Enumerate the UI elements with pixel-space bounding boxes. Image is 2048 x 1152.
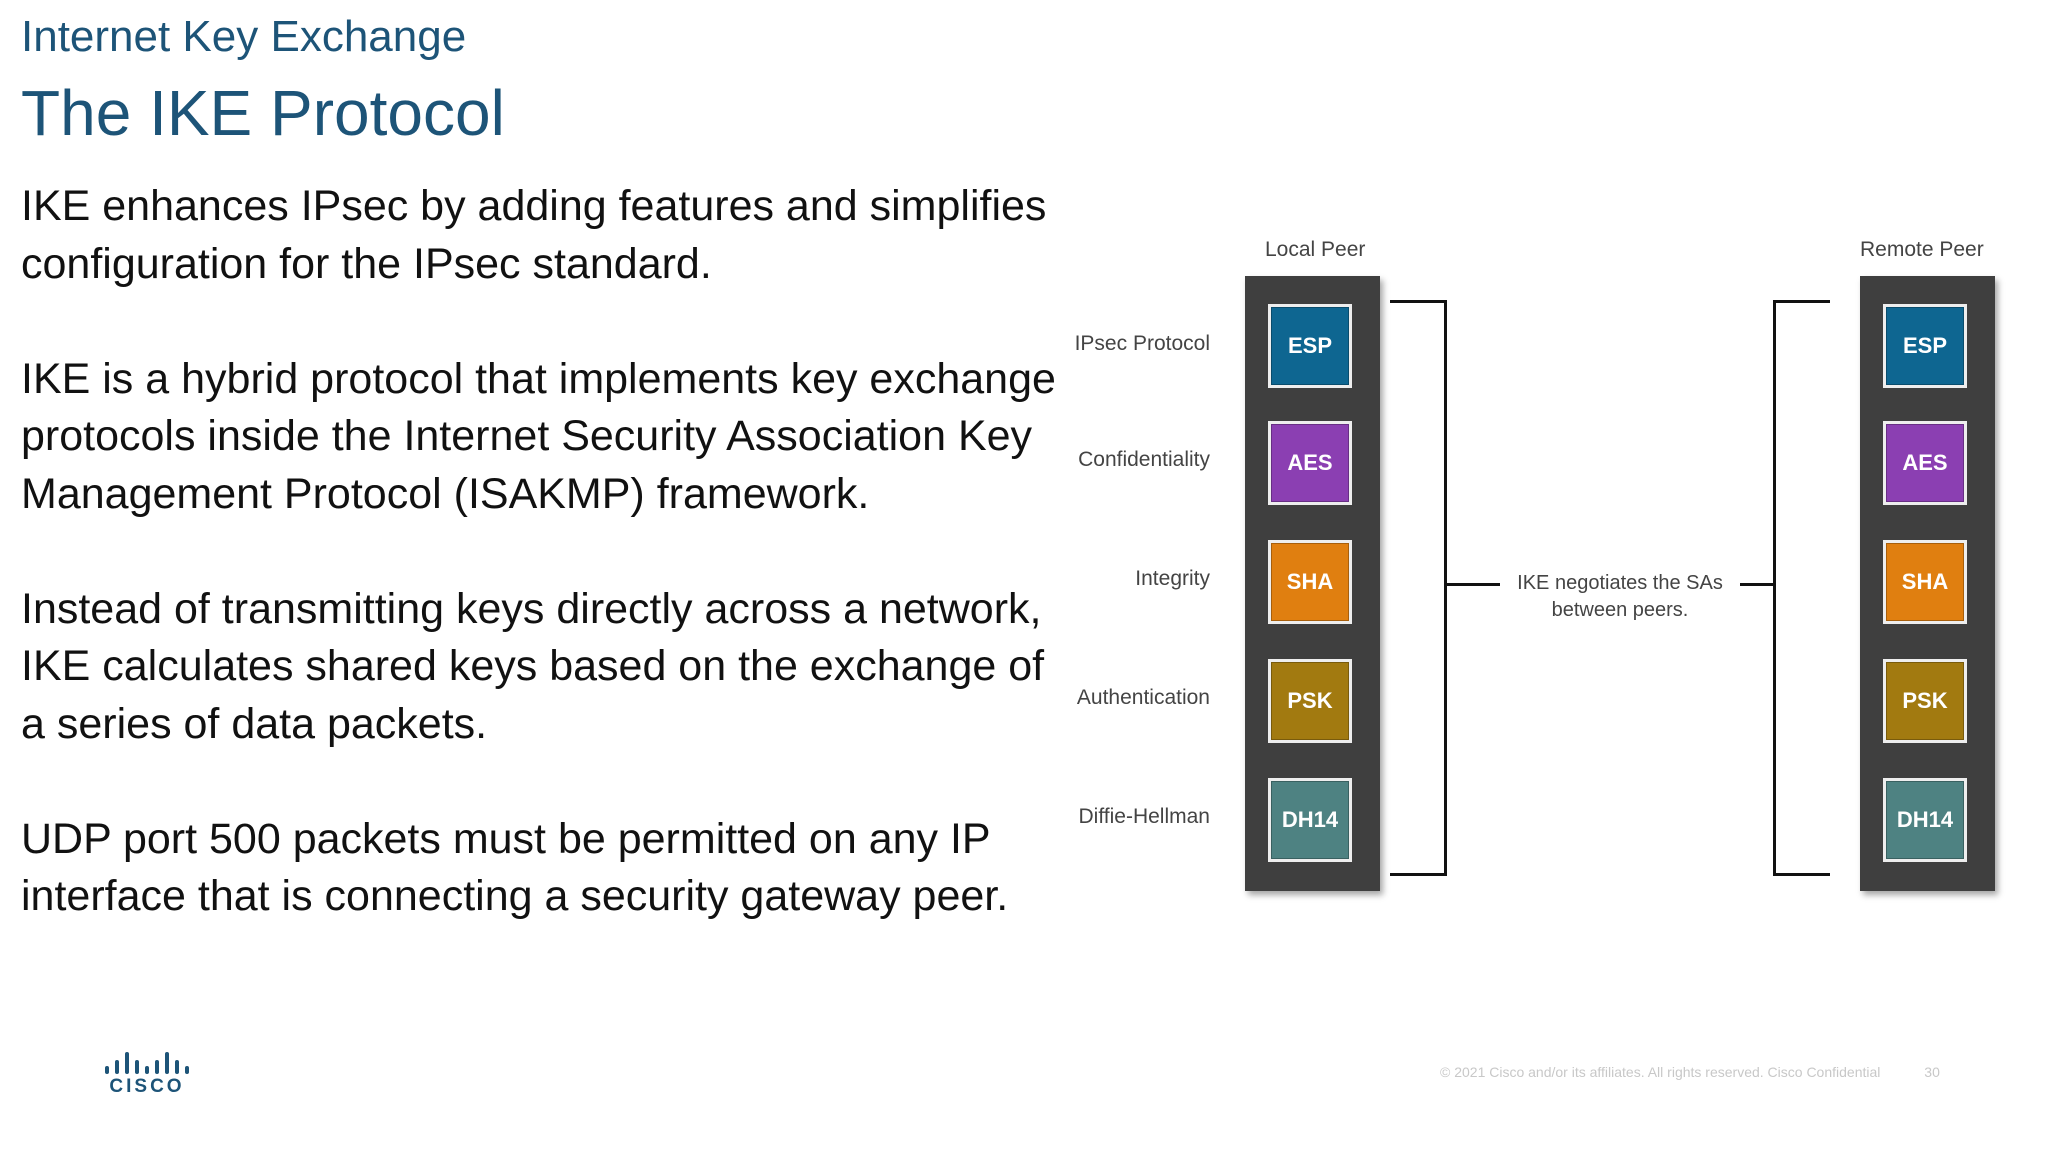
body-paragraph: UDP port 500 packets must be permitted o… bbox=[21, 814, 1009, 921]
remote-bracket bbox=[1773, 300, 1830, 876]
body-paragraph: IKE enhances IPsec by adding features an… bbox=[21, 182, 1047, 288]
local-peer-label: Local Peer bbox=[1265, 238, 1366, 261]
row-label-confidentiality: Confidentiality bbox=[1078, 448, 1210, 471]
row-label-authentication: Authentication bbox=[1076, 686, 1210, 709]
body-text: IKE enhances IPsec by adding features an… bbox=[21, 178, 1061, 983]
copyright-text: © 2021 Cisco and/or its affiliates. All … bbox=[1440, 1064, 1881, 1080]
local-bracket bbox=[1390, 300, 1447, 876]
remote-connector-line bbox=[1720, 583, 1773, 586]
local-psk-box: PSK bbox=[1268, 659, 1352, 743]
ike-negotiation-note: IKE negotiates the SAs between peers. bbox=[1500, 570, 1740, 624]
cisco-logo-text: CISCO bbox=[109, 1076, 185, 1097]
remote-aes-box: AES bbox=[1883, 421, 1967, 505]
section-title: Internet Key Exchange bbox=[21, 12, 467, 61]
row-label-ipsec-protocol: IPsec Protocol bbox=[1074, 332, 1210, 355]
remote-sha-box: SHA bbox=[1883, 540, 1967, 624]
remote-peer-column: ESP AES SHA PSK DH14 bbox=[1860, 276, 1995, 891]
local-connector-line bbox=[1444, 583, 1500, 586]
local-peer-column: ESP AES SHA PSK DH14 bbox=[1245, 276, 1380, 891]
local-sha-box: SHA bbox=[1268, 540, 1352, 624]
local-esp-box: ESP bbox=[1268, 304, 1352, 388]
remote-peer-label: Remote Peer bbox=[1860, 238, 1984, 261]
row-label-integrity: Integrity bbox=[1135, 567, 1210, 590]
body-paragraph: Instead of transmitting keys directly ac… bbox=[21, 584, 1045, 748]
local-aes-box: AES bbox=[1268, 421, 1352, 505]
remote-psk-box: PSK bbox=[1883, 659, 1967, 743]
slide-title: The IKE Protocol bbox=[21, 77, 505, 149]
body-paragraph: IKE is a hybrid protocol that implements… bbox=[21, 354, 1056, 518]
local-dh14-box: DH14 bbox=[1268, 778, 1352, 862]
remote-dh14-box: DH14 bbox=[1883, 778, 1967, 862]
page-number: 30 bbox=[1924, 1064, 1940, 1080]
cisco-logo-bars bbox=[102, 1052, 192, 1074]
remote-esp-box: ESP bbox=[1883, 304, 1967, 388]
cisco-logo: CISCO bbox=[102, 1052, 192, 1098]
row-label-diffie-hellman: Diffie-Hellman bbox=[1078, 805, 1211, 828]
ike-diagram: Local Peer Remote Peer IPsec Protocol Co… bbox=[1075, 228, 2000, 908]
footer: © 2021 Cisco and/or its affiliates. All … bbox=[1440, 1064, 1940, 1080]
